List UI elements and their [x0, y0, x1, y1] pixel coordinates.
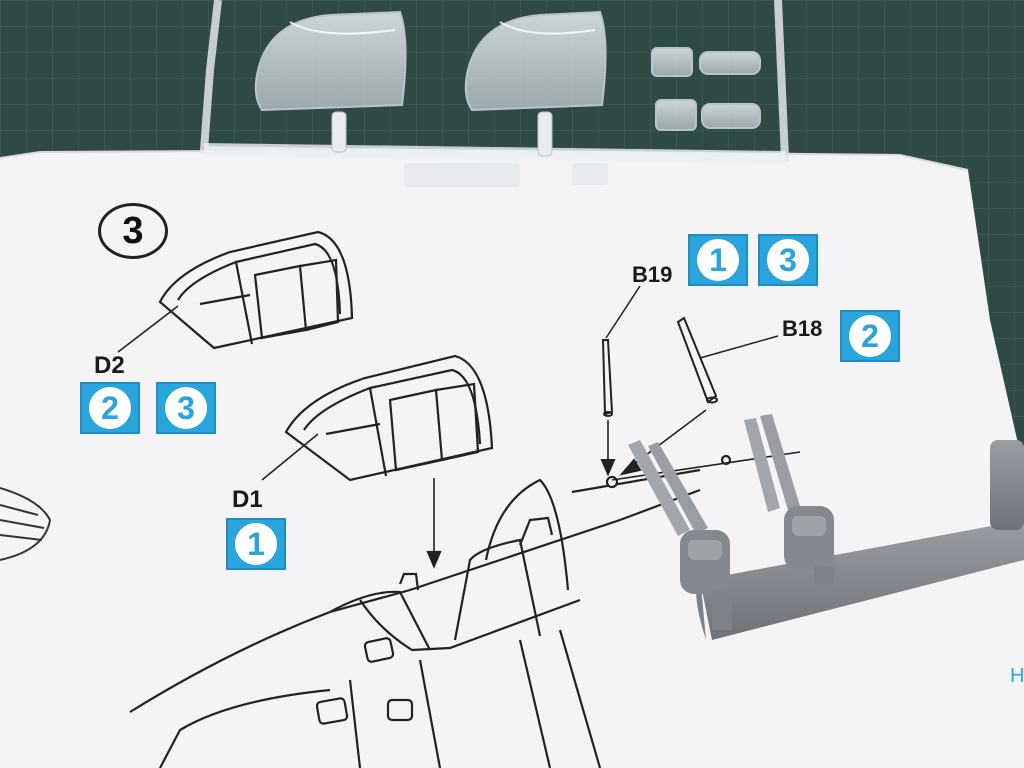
part-label-b18: B18	[782, 316, 823, 341]
canopy-d1-drawing	[261, 354, 494, 569]
step-number-badge: 3	[98, 203, 168, 259]
cutoff-edge-text: H	[1010, 665, 1024, 687]
part-label-b19: B19	[632, 262, 673, 287]
version-badge-number: 2	[101, 390, 119, 426]
part-label-d1: D1	[232, 486, 263, 513]
clear-sprue	[199, 0, 790, 187]
version-badge-b19-a: 1	[688, 234, 748, 286]
version-badge-d1: 1	[226, 518, 286, 570]
version-badge-b18: 2	[840, 310, 900, 362]
version-badge-number: 3	[177, 390, 195, 426]
part-label-d2: D2	[94, 352, 125, 379]
version-badge-number: 1	[709, 242, 727, 278]
canopy-d2-drawing	[117, 230, 354, 353]
version-badge-b19-b: 3	[758, 234, 818, 286]
step-number: 3	[122, 209, 144, 252]
version-badge-d2-b: 3	[156, 382, 216, 434]
fuselage-drawing	[129, 451, 801, 768]
antenna-b19-drawing	[600, 285, 641, 477]
version-badge-number: 3	[779, 242, 797, 278]
antenna-b18-drawing	[619, 316, 779, 476]
wing-fragment-drawing	[0, 487, 52, 561]
version-badge-number: 2	[861, 318, 879, 354]
version-badge-d2-a: 2	[80, 382, 140, 434]
version-badge-number: 1	[247, 526, 265, 562]
gray-sprue	[628, 414, 1024, 640]
